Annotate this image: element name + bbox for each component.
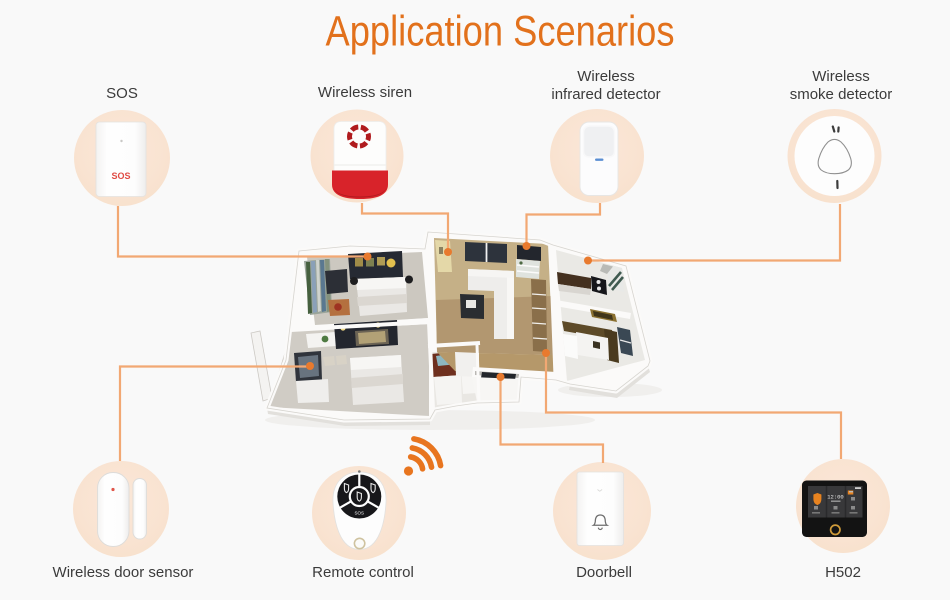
- svg-text:Wireless: Wireless: [812, 68, 870, 85]
- svg-text:Wireless door sensor: Wireless door sensor: [53, 564, 194, 581]
- svg-text:Remote control: Remote control: [312, 564, 414, 581]
- svg-text:Doorbell: Doorbell: [576, 564, 632, 581]
- svg-text:infrared detector: infrared detector: [551, 86, 660, 103]
- svg-text:12:00: 12:00: [827, 494, 844, 501]
- svg-text:Wireless siren: Wireless siren: [318, 84, 412, 101]
- svg-text:SOS: SOS: [111, 171, 130, 181]
- svg-text:Wireless: Wireless: [577, 68, 635, 85]
- svg-text:Application Scenarios: Application Scenarios: [326, 9, 675, 56]
- svg-text:smoke detector: smoke detector: [790, 86, 893, 103]
- svg-text:SOS: SOS: [355, 511, 365, 516]
- svg-text:SOS: SOS: [106, 85, 138, 102]
- svg-text:H502: H502: [825, 564, 861, 581]
